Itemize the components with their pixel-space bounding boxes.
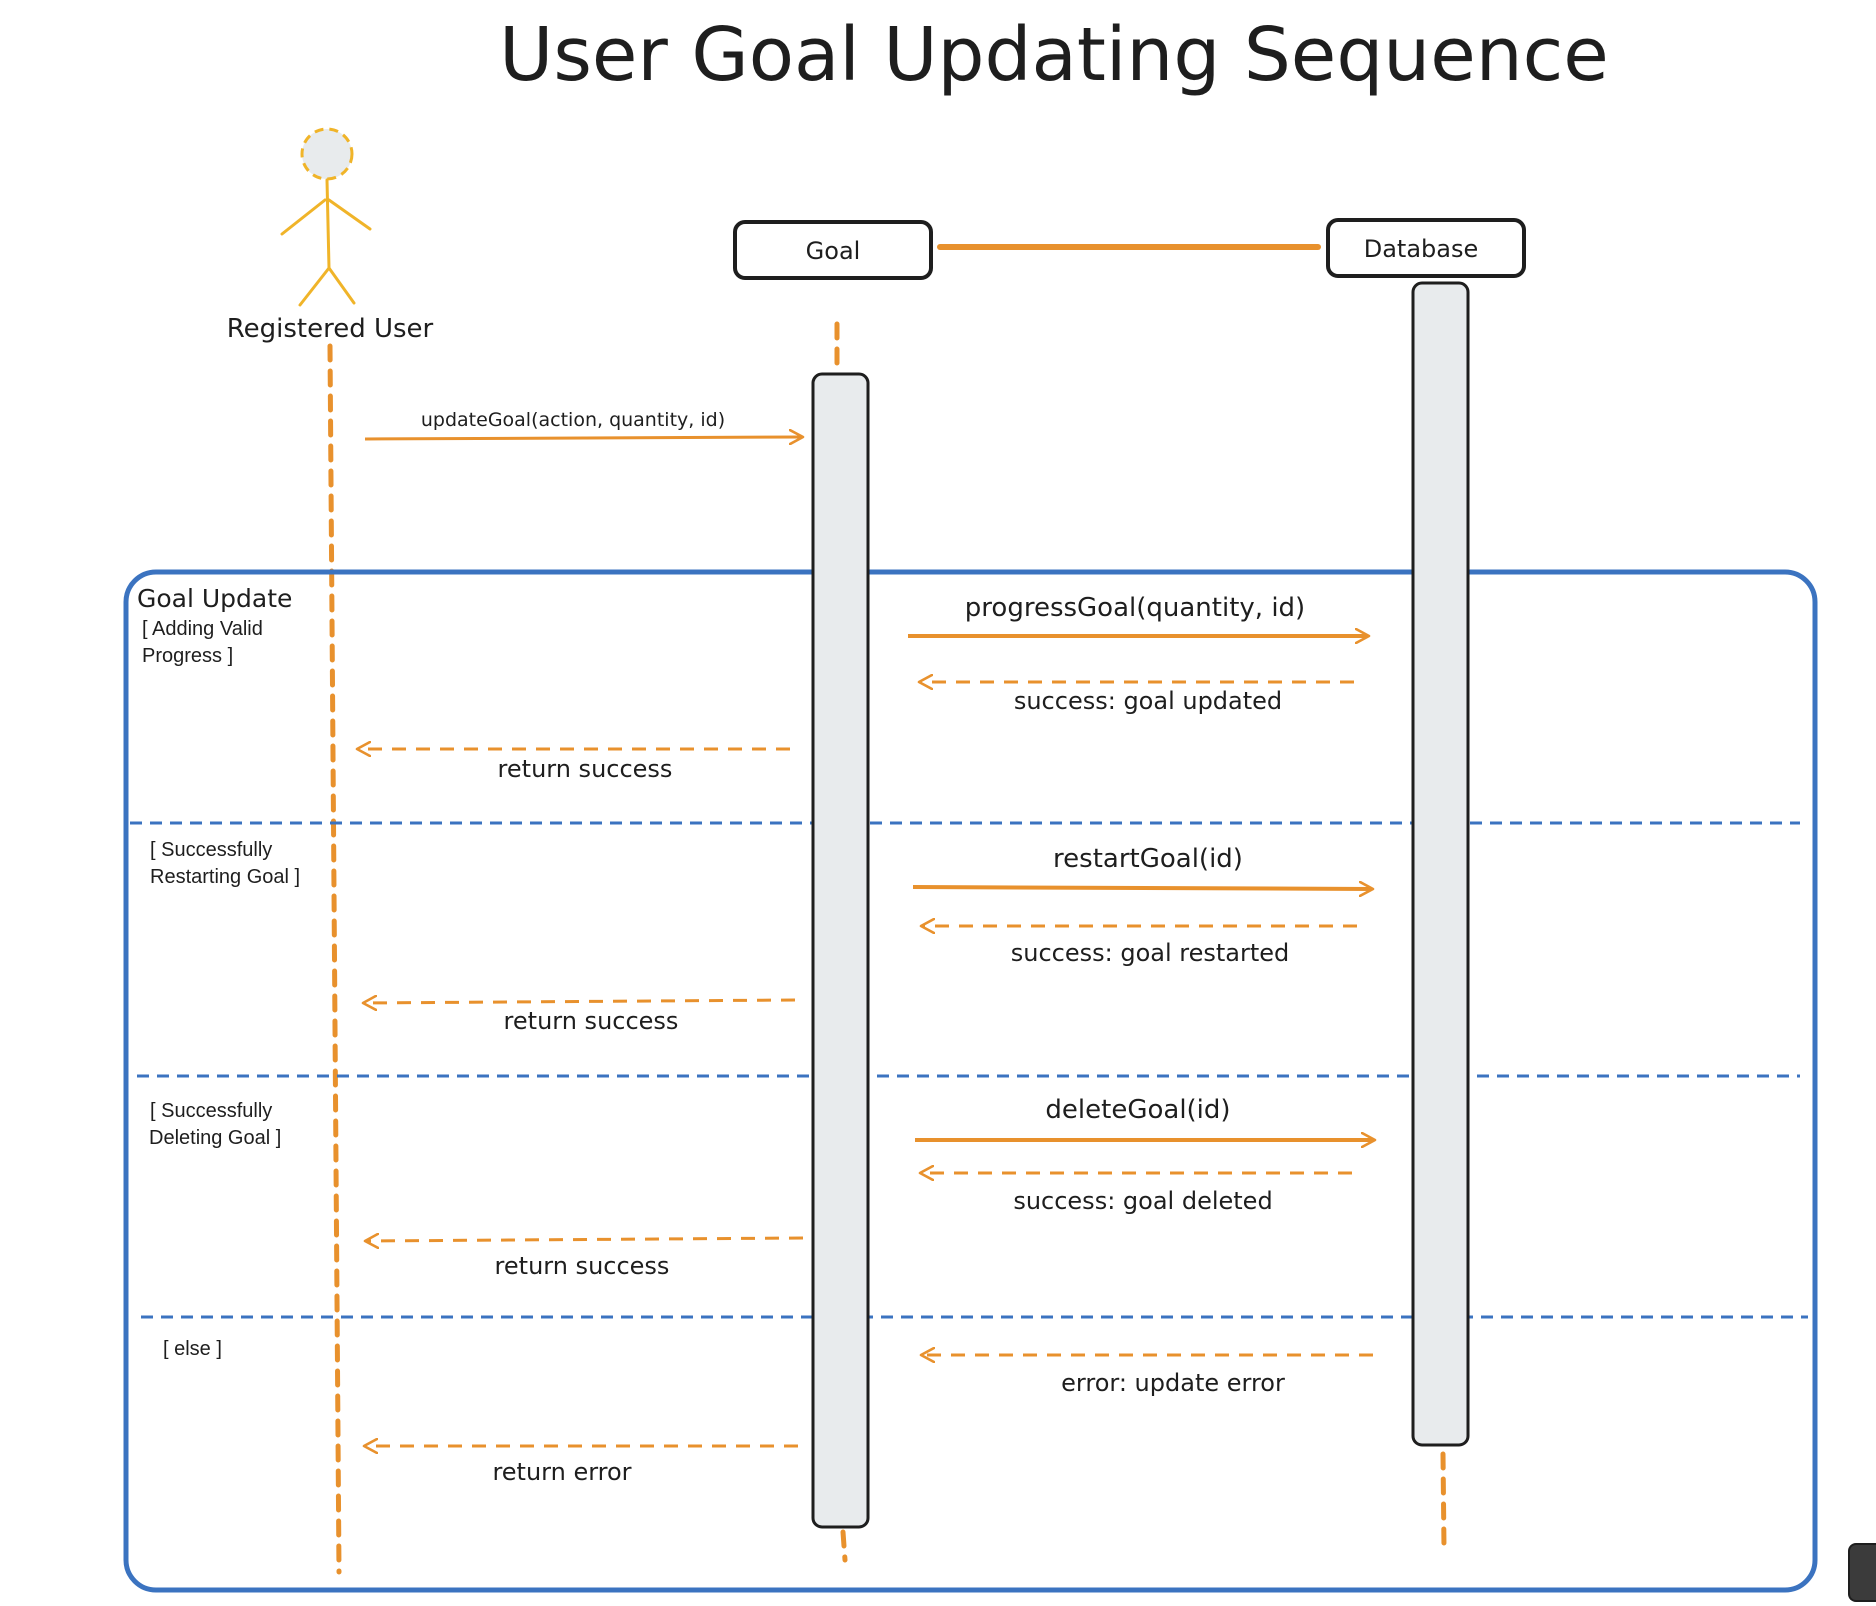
goal-deleted-label: success: goal deleted [1013,1187,1272,1215]
scroll-handle[interactable] [1848,1543,1876,1602]
user-lifeline [327,343,342,1575]
update-error-label: error: update error [1061,1369,1285,1397]
return-success-2-label: return success [504,1007,679,1035]
delete-goal-label: deleteGoal(id) [1045,1095,1230,1125]
return-success-2-arrow [364,1000,796,1003]
database-participant-box[interactable] [1326,218,1526,278]
goal-updated-label: success: goal updated [1014,687,1282,715]
goal-restarted-label: success: goal restarted [1011,939,1290,967]
update-goal-label: updateGoal(action, quantity, id) [421,409,725,431]
progress-goal-label: progressGoal(quantity, id) [965,593,1305,623]
guard-4: [ else ] [163,1338,222,1360]
user-actor-icon [280,127,372,307]
return-success-3-label: return success [495,1252,670,1280]
guard-3-line-1: [ Successfully [150,1100,272,1122]
goal-lifeline-bottom [840,1529,848,1563]
alt-fragment-frame [123,569,1818,1593]
guard-2-line-1: [ Successfully [150,839,272,861]
guard-1-line-2: Progress ] [142,645,233,667]
database-activation-bar [1411,281,1470,1447]
restart-goal-label: restartGoal(id) [1053,844,1243,874]
return-error-label: return error [492,1458,631,1486]
database-lifeline-bottom [1440,1451,1447,1551]
update-goal-arrow [364,437,802,439]
restart-goal-arrow [912,887,1372,889]
diagram-title: User Goal Updating Sequence [499,12,1609,98]
return-success-1-label: return success [498,755,673,783]
goal-activation-bar [811,372,870,1529]
guard-3-line-2: Deleting Goal ] [149,1127,281,1149]
database-participant-label: Database [1364,235,1479,263]
guard-1-line-1: [ Adding Valid [142,618,263,640]
return-success-3-arrow [366,1238,804,1241]
fragment-label: Goal Update [137,584,292,613]
goal-participant-label: Goal [806,237,861,265]
actor-label: Registered User [227,314,434,344]
guard-2-line-2: Restarting Goal ] [150,866,300,888]
goal-participant-box[interactable] [733,220,933,280]
